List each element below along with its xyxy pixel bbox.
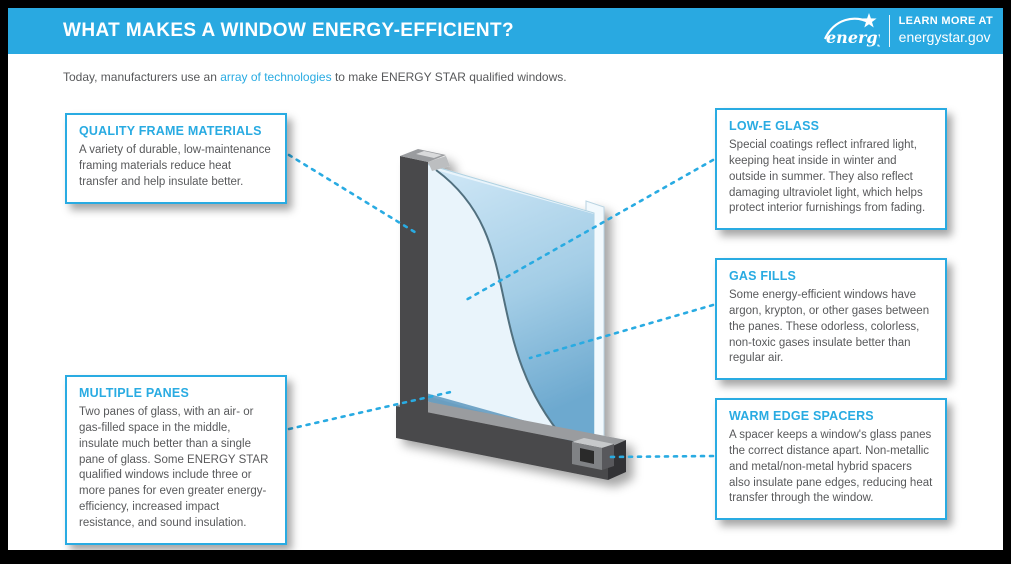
- learn-more-url: energystar.gov: [898, 29, 991, 46]
- window-frame-left-top: [400, 149, 446, 162]
- window-spacer-top: [572, 438, 614, 448]
- callout-body: Special coatings reflect infrared light,…: [729, 139, 926, 215]
- window-glass-outer-pane: [585, 200, 605, 449]
- header-divider: [888, 15, 890, 47]
- connector-multiple-panes: [287, 389, 457, 431]
- header-right: energy LEARN MORE AT energystar.gov: [822, 8, 993, 54]
- callout-title: MULTIPLE PANES: [79, 386, 189, 400]
- infographic-page: WHAT MAKES A WINDOW ENERGY-EFFICIENT? en…: [8, 8, 1003, 550]
- connector-quality-frame-materials: [287, 153, 420, 236]
- callout-body: Two panes of glass, with an air- or gas-…: [79, 406, 269, 530]
- callout-title: GAS FILLS: [729, 269, 797, 283]
- intro-post: to make ENERGY STAR qualified windows.: [331, 70, 567, 84]
- callout-warm-edge-spacers: WARM EDGE SPACERS A spacer keeps a windo…: [715, 398, 947, 521]
- intro-link[interactable]: array of technologies: [220, 70, 332, 84]
- window-frame-bottom-end: [608, 440, 626, 480]
- header: WHAT MAKES A WINDOW ENERGY-EFFICIENT? en…: [8, 8, 1003, 54]
- callout-quality-frame-materials: QUALITY FRAME MATERIALS A variety of dur…: [65, 113, 287, 204]
- window-spacer-core: [580, 448, 594, 464]
- window-frame-bottom-front: [396, 406, 608, 480]
- callout-title: QUALITY FRAME MATERIALS: [79, 124, 262, 138]
- callout-body: A variety of durable, low-maintenance fr…: [79, 144, 271, 188]
- callout-low-e-glass: LOW-E GLASS Special coatings reflect inf…: [715, 108, 947, 231]
- intro-pre: Today, manufacturers use an: [63, 70, 221, 84]
- energy-star-wordmark: energy: [826, 28, 880, 47]
- page-title: WHAT MAKES A WINDOW ENERGY-EFFICIENT?: [63, 20, 515, 41]
- window-glass-coating: [436, 170, 594, 444]
- window-frame-left-cap: [428, 156, 450, 171]
- window-spacer-side: [602, 444, 614, 470]
- callout-body: A spacer keeps a window's glass panes th…: [729, 429, 933, 505]
- intro-text: Today, manufacturers use an array of tec…: [63, 70, 567, 84]
- energy-star-star: [861, 13, 877, 28]
- connector-lines: [287, 153, 715, 459]
- connector-warm-edge-spacers: [604, 454, 715, 459]
- window-glass-bottom-edge: [426, 393, 594, 448]
- callout-title: WARM EDGE SPACERS: [729, 409, 874, 423]
- window-frame-left-notch: [416, 151, 442, 158]
- window-glass-curve: [435, 169, 566, 441]
- callout-body: Some energy-efficient windows have argon…: [729, 289, 930, 365]
- callout-multiple-panes: MULTIPLE PANES Two panes of glass, with …: [65, 375, 287, 545]
- connector-gas-fills: [528, 303, 715, 360]
- energy-star-logo: energy: [823, 13, 880, 47]
- learn-more-link[interactable]: LEARN MORE AT energystar.gov: [899, 15, 993, 46]
- window-spacer-front: [572, 442, 602, 470]
- connector-low-e-glass: [464, 158, 715, 302]
- callout-title: LOW-E GLASS: [729, 119, 820, 133]
- window-glass-pane: [425, 163, 595, 446]
- window-frame-left: [400, 156, 428, 440]
- callout-gas-fills: GAS FILLS Some energy-efficient windows …: [715, 258, 947, 381]
- learn-more-label: LEARN MORE AT: [898, 15, 993, 28]
- window-frame-bottom-top: [396, 399, 626, 448]
- window-illustration: [396, 149, 626, 480]
